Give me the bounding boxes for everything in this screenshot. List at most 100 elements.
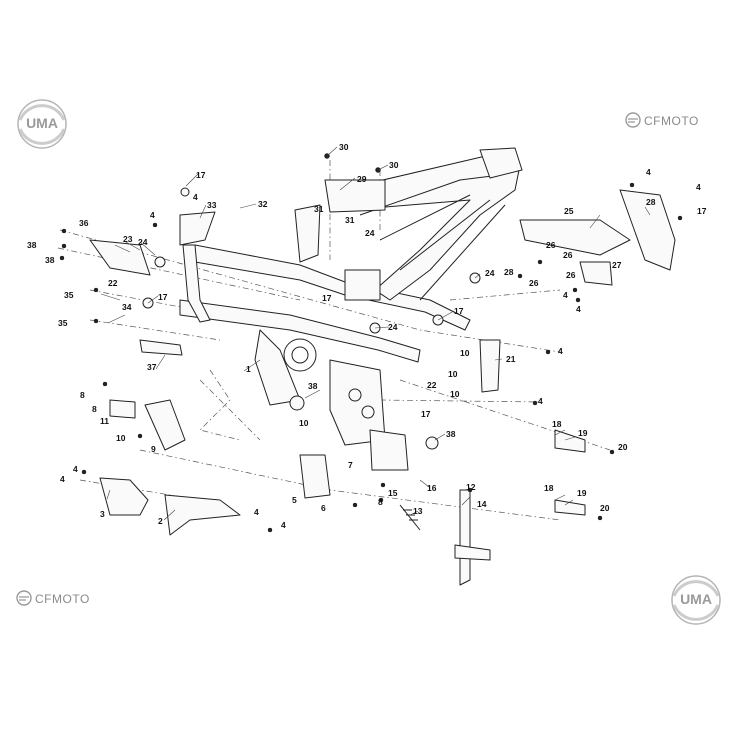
assembly-lines [57, 160, 611, 521]
callout-17: 17 [421, 409, 431, 419]
callout-7: 7 [348, 460, 353, 470]
part-12 [459, 489, 471, 586]
part-16 [369, 429, 409, 471]
callout-26: 26 [566, 270, 576, 280]
callout-4: 4 [60, 474, 65, 484]
part-33 [179, 211, 216, 246]
callout-4: 4 [193, 192, 198, 202]
part-7 [299, 454, 331, 499]
callout-26: 26 [546, 240, 556, 250]
callout-36: 36 [79, 218, 89, 228]
part-19a [554, 429, 586, 453]
callout-10: 10 [450, 389, 460, 399]
callout-25: 25 [564, 206, 574, 216]
cfmoto-logo-bottom-left: CFMOTO [16, 590, 90, 606]
callout-12: 12 [466, 482, 476, 492]
parts [89, 179, 676, 586]
callout-26: 26 [529, 278, 539, 288]
part-31 [294, 204, 321, 263]
callout-23: 23 [123, 234, 133, 244]
callout-22: 22 [427, 380, 437, 390]
callout-17: 17 [158, 292, 168, 302]
callout-14: 14 [477, 499, 487, 509]
callout-4: 4 [281, 520, 286, 530]
spring-13 [399, 504, 421, 531]
callout-33: 33 [207, 200, 217, 210]
callout-1: 1 [246, 364, 251, 374]
part-9 [144, 399, 186, 451]
callout-28: 28 [504, 267, 514, 277]
callout-3: 3 [100, 509, 105, 519]
callout-4: 4 [558, 346, 563, 356]
callout-22: 22 [108, 278, 118, 288]
callout-labels: 30 30 29 17 4 32 33 31 31 24 36 38 23 24… [27, 142, 707, 530]
part-37 [139, 339, 183, 356]
callout-20: 20 [618, 442, 628, 452]
callout-24: 24 [365, 228, 375, 238]
leader-lines [100, 146, 651, 521]
callout-38: 38 [27, 240, 37, 250]
cfmoto-logo-text: CFMOTO [644, 114, 699, 128]
fasteners [59, 153, 683, 533]
cfmoto-emblem-icon [16, 590, 32, 606]
callout-30: 30 [339, 142, 349, 152]
callout-29: 29 [357, 174, 367, 184]
callout-18: 18 [544, 483, 554, 493]
callout-34: 34 [122, 302, 132, 312]
callout-10: 10 [116, 433, 126, 443]
part-21 [479, 339, 501, 393]
callout-10: 10 [460, 348, 470, 358]
cfmoto-emblem-icon [625, 112, 641, 128]
callout-4: 4 [538, 396, 543, 406]
part-29 [324, 179, 386, 213]
callout-11: 11 [100, 416, 109, 426]
callout-17: 17 [454, 306, 464, 316]
callout-6: 6 [321, 503, 326, 513]
callout-17: 17 [196, 170, 206, 180]
callout-38: 38 [45, 255, 55, 265]
callout-24: 24 [388, 322, 398, 332]
callout-4: 4 [254, 507, 259, 517]
callout-5: 5 [292, 495, 297, 505]
callout-18: 18 [552, 419, 562, 429]
callout-8: 8 [92, 404, 97, 414]
callout-4: 4 [563, 290, 568, 300]
callout-4: 4 [576, 304, 581, 314]
callout-38: 38 [308, 381, 318, 391]
uma-logo-text: UMA [26, 115, 58, 131]
callout-9: 9 [151, 444, 156, 454]
callout-24: 24 [485, 268, 495, 278]
callout-21: 21 [506, 354, 516, 364]
callout-31: 31 [345, 215, 355, 225]
callout-37: 37 [147, 362, 157, 372]
callout-8: 8 [378, 497, 383, 507]
part-27 [579, 261, 613, 286]
callout-16: 16 [427, 483, 437, 493]
callout-30: 30 [389, 160, 399, 170]
callout-17: 17 [322, 293, 332, 303]
callout-38: 38 [446, 429, 456, 439]
callout-4: 4 [696, 182, 701, 192]
part-3 [99, 477, 149, 516]
callout-15: 15 [388, 488, 398, 498]
part-19b [554, 499, 586, 516]
callout-2: 2 [158, 516, 163, 526]
callout-35: 35 [64, 290, 74, 300]
uma-logo-bottom-right: UMA [671, 575, 721, 625]
part-2 [164, 494, 241, 536]
callout-4: 4 [646, 167, 651, 177]
part-23 [89, 239, 151, 276]
callout-20: 20 [600, 503, 610, 513]
uma-logo-top-left: UMA [17, 99, 67, 149]
callout-31: 31 [314, 204, 324, 214]
callout-4: 4 [73, 464, 78, 474]
callout-13: 13 [413, 506, 423, 516]
callout-8: 8 [80, 390, 85, 400]
callout-10: 10 [448, 369, 458, 379]
cfmoto-logo-text: CFMOTO [35, 592, 90, 606]
callout-19: 19 [577, 488, 587, 498]
callout-4: 4 [150, 210, 155, 220]
cfmoto-logo-top-right: CFMOTO [625, 112, 699, 128]
uma-logo-text: UMA [680, 591, 712, 607]
